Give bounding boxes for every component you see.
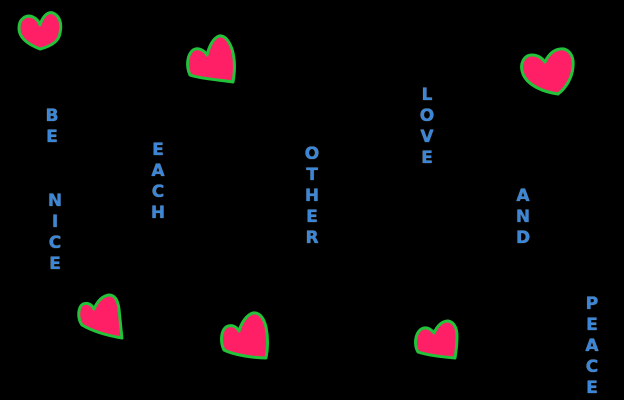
letter: OTHER xyxy=(302,144,322,249)
letter: LOVE xyxy=(417,85,437,169)
word-be: BE xyxy=(42,106,62,148)
word-peace: PEACE xyxy=(582,294,602,399)
letter: BE xyxy=(42,106,62,148)
word-other: OTHER xyxy=(302,144,322,249)
letter: NICE xyxy=(45,191,65,275)
word-each: EACH xyxy=(148,140,168,224)
word-love: LOVE xyxy=(417,85,437,169)
letter: PEACE xyxy=(582,294,602,399)
letter: AND xyxy=(513,186,533,249)
letter: EACH xyxy=(148,140,168,224)
word-nice: NICE xyxy=(45,191,65,275)
heart-icon xyxy=(518,46,576,98)
heart-icon xyxy=(413,318,461,362)
heart-icon xyxy=(16,9,64,53)
heart-icon xyxy=(218,310,272,362)
heart-icon xyxy=(76,292,126,342)
word-and: AND xyxy=(513,186,533,249)
heart-icon xyxy=(185,33,239,85)
